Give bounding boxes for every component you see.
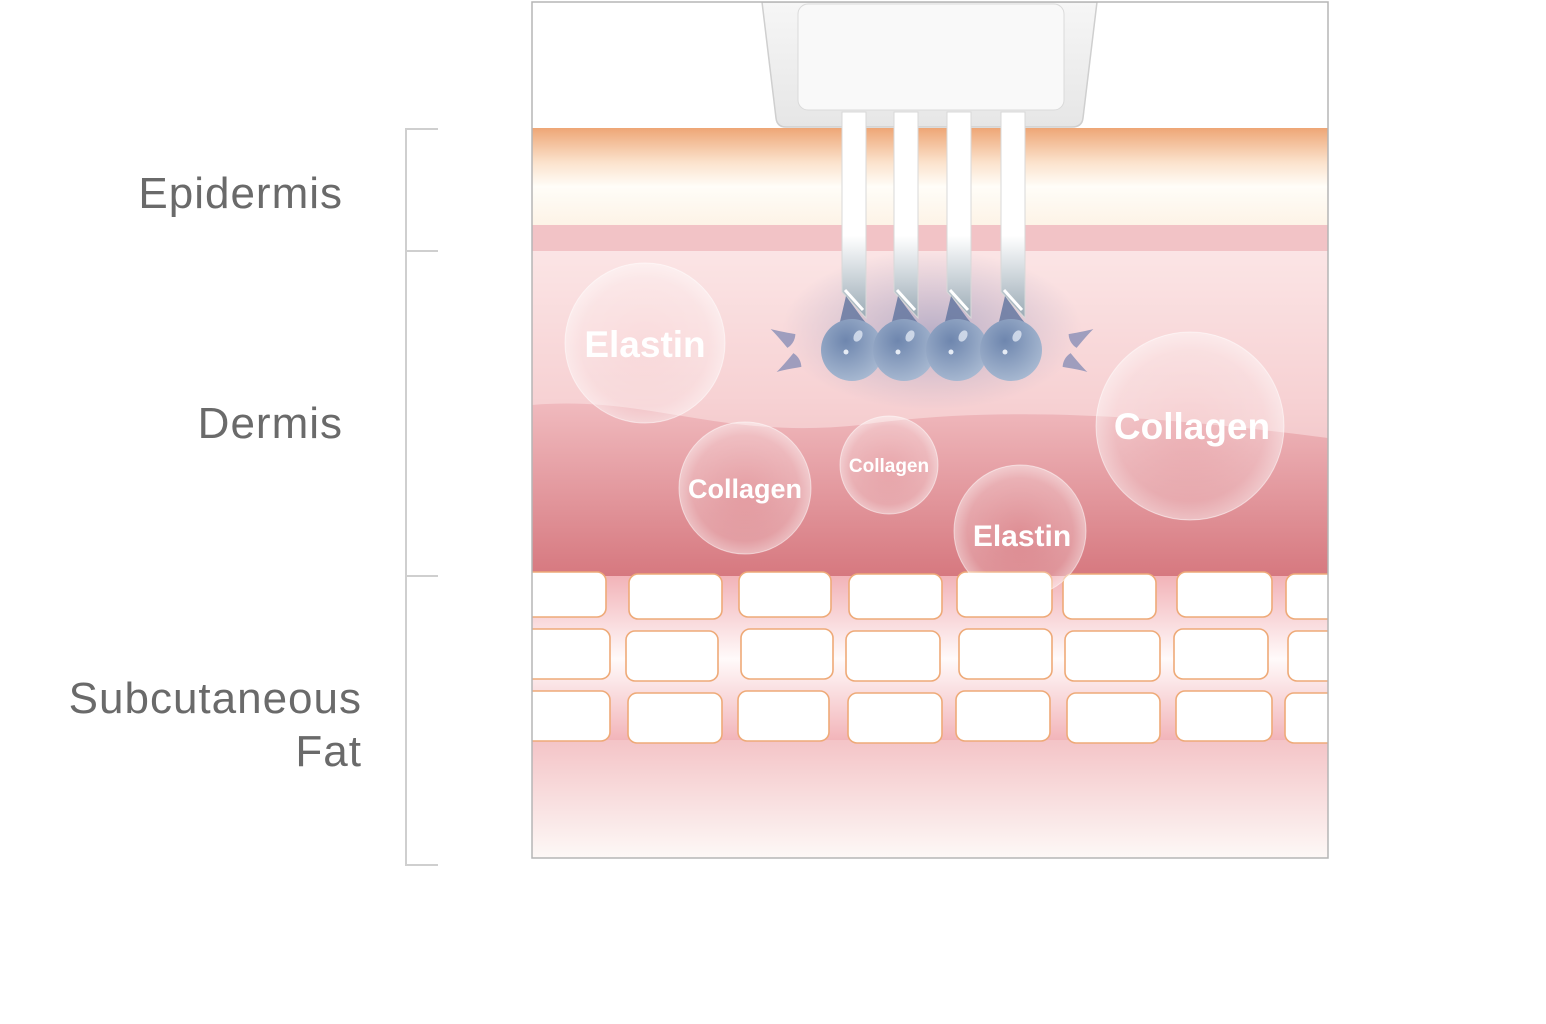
fat-cell: [1285, 573, 1328, 620]
fat-cell: [627, 692, 723, 744]
svg-text:Collagen: Collagen: [849, 456, 929, 477]
fat-cell: [737, 690, 830, 742]
basal-layer: [532, 225, 1328, 252]
fat-cell: [1173, 628, 1269, 680]
splash-mark: [1068, 329, 1094, 348]
svg-text:Elastin: Elastin: [973, 520, 1071, 553]
fat-cell: [532, 571, 607, 618]
fat-cell: [1287, 630, 1328, 682]
fat-cell: [740, 628, 834, 680]
microneedle: [946, 111, 972, 320]
device-inner-panel: [797, 3, 1065, 111]
fat-cell: [532, 628, 611, 680]
serum-droplet: [926, 296, 988, 381]
label-epidermis: Epidermis: [138, 169, 343, 218]
bubble-collagen-1: Collagen: [678, 421, 812, 555]
fat-cell: [625, 630, 719, 682]
fat-cell: [1176, 571, 1273, 618]
epidermis-layer: [532, 128, 1328, 226]
fat-cell: [1175, 690, 1273, 742]
svg-text:Collagen: Collagen: [1114, 406, 1270, 447]
fat-cell: [532, 690, 611, 742]
fat-cell: [847, 692, 943, 744]
label-fat: Fat: [295, 727, 362, 776]
fat-cell: [738, 571, 832, 618]
fat-cell: [958, 628, 1053, 680]
microneedle: [893, 111, 919, 320]
fat-cell: [1066, 692, 1161, 744]
fat-cell: [1284, 692, 1328, 744]
fat-cells: [532, 571, 1328, 744]
bubble-collagen-2: Collagen: [839, 415, 939, 515]
bubble-collagen-3: Collagen: [1095, 331, 1285, 521]
fat-cell: [955, 690, 1051, 742]
fat-cell: [1064, 630, 1161, 682]
lower-layer: [532, 740, 1328, 858]
splash-mark: [1062, 353, 1088, 372]
bubble-elastin-2: Elastin: [953, 464, 1087, 598]
microneedle: [841, 111, 867, 320]
label-dermis: Dermis: [198, 399, 343, 448]
layer-bracket: [405, 128, 438, 866]
microneedle: [1000, 111, 1026, 320]
serum-glow: [782, 250, 1082, 410]
skin-cross-section: Elastin Collagen Collagen Elastin Collag…: [532, 2, 1328, 858]
diagram-frame: [531, 1, 1329, 859]
serum-droplet: [821, 296, 883, 381]
serum-droplet: [980, 296, 1042, 381]
label-subcutaneous: Subcutaneous: [69, 674, 362, 723]
fat-cell: [1062, 573, 1157, 620]
svg-text:Elastin: Elastin: [584, 324, 705, 365]
splash-mark: [776, 353, 802, 372]
splash-mark: [770, 329, 796, 348]
fat-cell: [845, 630, 941, 682]
fat-cell: [848, 573, 943, 620]
svg-text:Collagen: Collagen: [688, 474, 802, 504]
serum-droplet: [873, 296, 935, 381]
fat-cell: [628, 573, 723, 620]
bubble-elastin-1: Elastin: [564, 262, 726, 424]
